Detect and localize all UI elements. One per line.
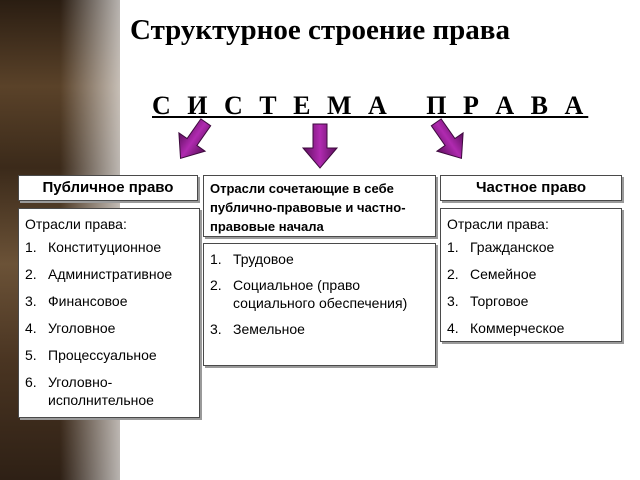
list-item: 2.Административное: [25, 266, 173, 282]
list-item: 5.Процессуальное: [25, 347, 157, 363]
list-item: 1.Конституционное: [25, 239, 162, 255]
public-law-heading: Публичное право: [42, 179, 174, 196]
list-item: 4.Коммерческое: [447, 320, 565, 336]
public-law-branches-box: Отрасли права: 1.Конституционное 2.Админ…: [18, 208, 200, 418]
list-item: 1.Гражданское: [447, 239, 555, 255]
arrow-left-icon: [178, 118, 212, 160]
slide-title: Структурное строение права: [130, 14, 510, 46]
mixed-branches-heading: Отрасли сочетающие в себе публично-право…: [210, 181, 406, 234]
list-item: 2.Социальное (право социального обеспече…: [210, 277, 408, 311]
list-item: 4.Уголовное: [25, 320, 116, 336]
arrow-right-icon: [430, 118, 464, 160]
mixed-branches-list: 1.Трудовое 2.Социальное (право социально…: [210, 250, 429, 338]
private-law-heading-box: Частное право: [440, 175, 622, 201]
public-law-heading-box: Публичное право: [18, 175, 198, 201]
mixed-branches-box: 1.Трудовое 2.Социальное (право социально…: [203, 243, 436, 366]
system-heading: С И С Т Е М А П Р А В А: [152, 91, 589, 120]
list-item: 3.Финансовое: [25, 293, 128, 309]
public-branches-caption: Отрасли права:: [25, 216, 127, 232]
arrow-center-icon: [301, 123, 339, 169]
public-branches-list: 1.Конституционное 2.Административное 3.Ф…: [25, 238, 193, 409]
private-law-branches-box: Отрасли права: 1.Гражданское 2.Семейное …: [440, 208, 622, 342]
list-item: 3.Земельное: [210, 321, 305, 337]
private-law-heading: Частное право: [475, 179, 587, 196]
private-branches-caption: Отрасли права:: [447, 216, 549, 232]
list-item: 6.Уголовно-исполнительное: [25, 374, 154, 408]
list-item: 1.Трудовое: [210, 251, 294, 267]
list-item: 3.Торговое: [447, 293, 529, 309]
list-item: 2.Семейное: [447, 266, 537, 282]
mixed-branches-heading-box: Отрасли сочетающие в себе публично-право…: [203, 175, 436, 237]
private-branches-list: 1.Гражданское 2.Семейное 3.Торговое 4.Ко…: [447, 238, 615, 337]
